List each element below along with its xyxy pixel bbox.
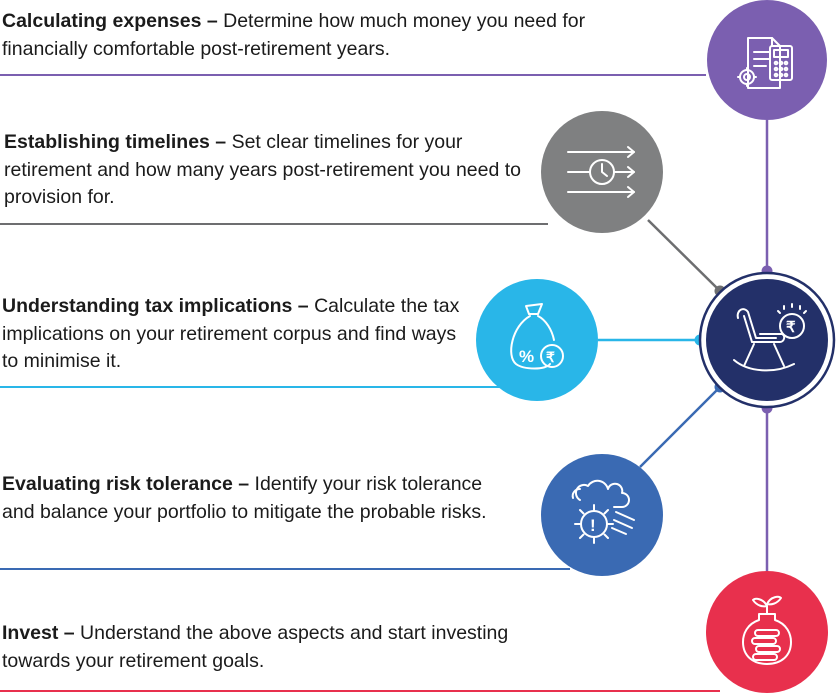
percent-glyph: % xyxy=(519,347,534,366)
item-separator: – xyxy=(232,473,255,495)
item-title: Evaluating risk tolerance xyxy=(2,473,233,495)
rupee-glyph: ₹ xyxy=(546,349,555,365)
item-title: Establishing timelines xyxy=(4,131,210,153)
item-calculating-expenses: Calculating expenses – Determine how muc… xyxy=(2,8,602,63)
item-separator: – xyxy=(292,295,315,317)
rocking-chair-rupee-icon: ₹ xyxy=(698,271,836,409)
storm-gear-warning-icon: ! xyxy=(541,454,663,576)
exclamation-glyph: ! xyxy=(590,516,596,535)
connector-risk xyxy=(639,386,721,468)
item-establishing-timelines: Establishing timelines – Set clear timel… xyxy=(4,129,532,212)
item-body: Calculate the tax implications on your r… xyxy=(2,295,460,372)
money-bag-percent-icon: % ₹ xyxy=(476,279,598,401)
connector-timelines xyxy=(647,219,721,292)
item-title: Understanding tax implications xyxy=(2,295,293,317)
item-body: Determine how much money you need for fi… xyxy=(2,10,586,60)
item-separator: – xyxy=(209,131,232,153)
item-tax-implications: Understanding tax implications – Calcula… xyxy=(2,293,462,376)
clock-arrows-icon xyxy=(541,111,663,233)
center-rupee-glyph: ₹ xyxy=(786,319,796,336)
document-calculator-icon xyxy=(707,0,827,120)
item-body: Understand the above aspects and start i… xyxy=(2,622,509,672)
item-body: Identify your risk tolerance and balance… xyxy=(2,473,487,523)
item-risk-tolerance: Evaluating risk tolerance – Identify you… xyxy=(2,471,502,526)
item-invest: Invest – Understand the above aspects an… xyxy=(2,620,512,675)
item-separator: – xyxy=(201,10,224,32)
plant-coin-jar-icon xyxy=(706,571,828,693)
item-separator: – xyxy=(58,622,81,644)
item-title: Invest xyxy=(2,622,59,644)
item-body: Set clear timelines for your retirement … xyxy=(4,131,522,208)
item-title: Calculating expenses xyxy=(2,10,202,32)
